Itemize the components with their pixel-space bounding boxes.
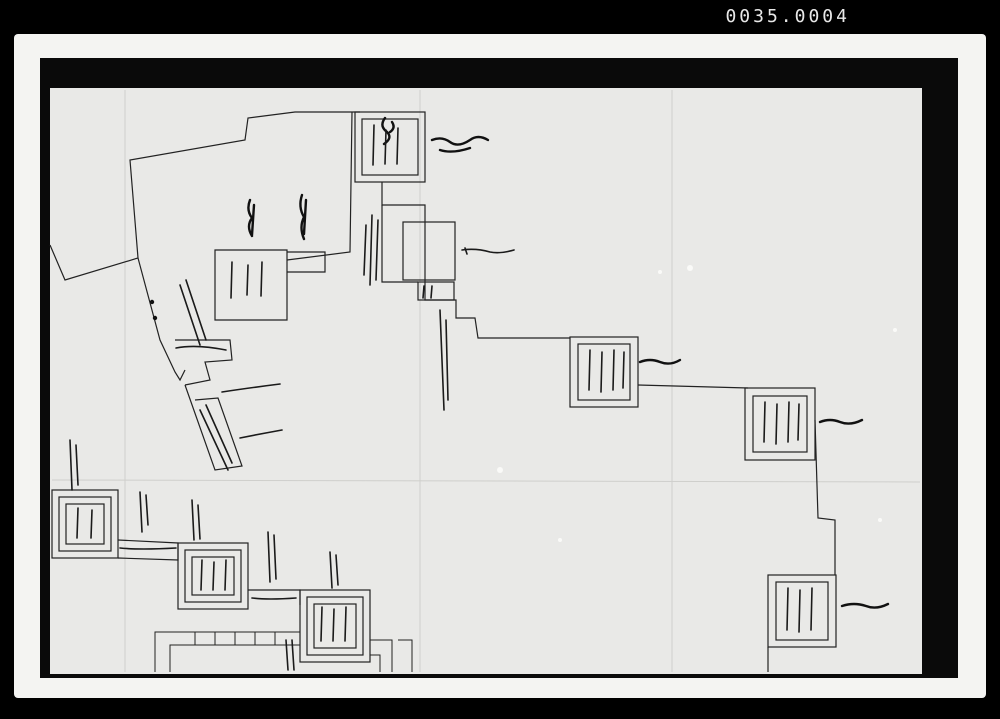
yagura-tower-1 <box>569 336 639 408</box>
film-specks <box>497 265 897 542</box>
central-gate-complex <box>354 111 570 339</box>
wall-segment-1 <box>637 384 749 389</box>
paper-fold-lines <box>51 90 921 672</box>
lower-building-row <box>154 631 413 672</box>
outer-wall-outline <box>49 111 360 471</box>
yagura-tower-4 <box>51 489 119 559</box>
brush-annotations <box>69 116 890 671</box>
manuscript-sheet <box>50 88 922 674</box>
film-frame-number: 0035.0004 <box>725 6 850 27</box>
wall-markers <box>149 299 158 321</box>
yagura-tower-5 <box>177 542 249 610</box>
wall-segment-4 <box>117 539 179 561</box>
tower-inscriptions <box>76 124 813 642</box>
yagura-tower-3 <box>767 574 837 648</box>
yagura-tower-2 <box>744 387 816 461</box>
wall-segment-2 <box>814 419 836 575</box>
yagura-tower-6 <box>299 589 371 663</box>
